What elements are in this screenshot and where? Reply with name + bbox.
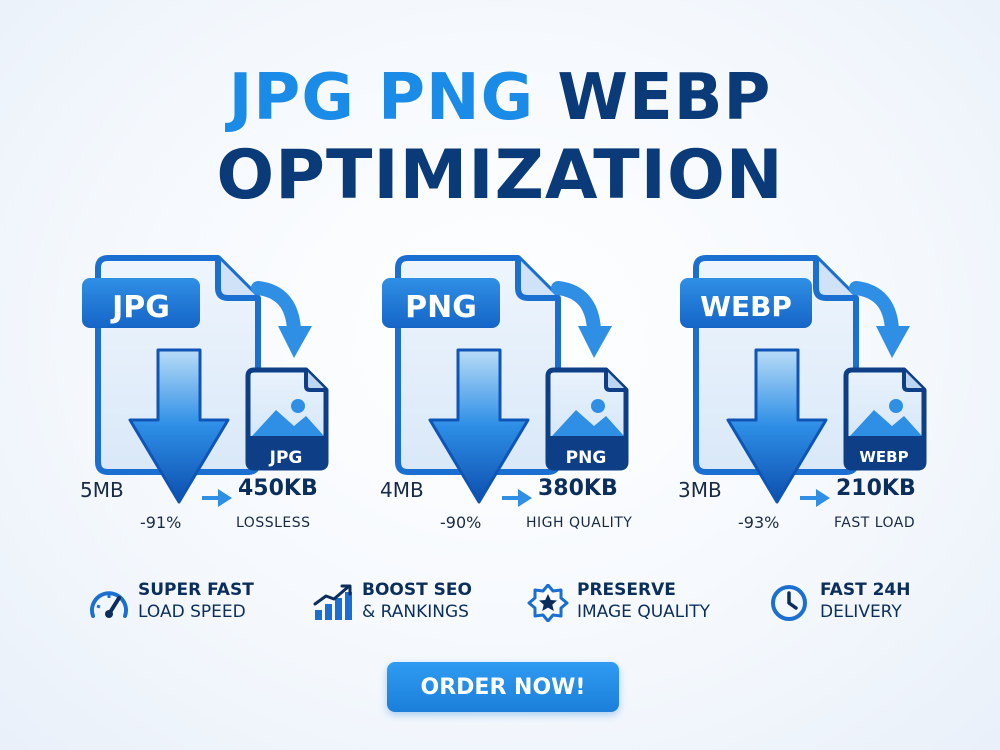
curved-arrow-icon: [551, 281, 612, 358]
headline-line-1: JPG PNG WEBP: [0, 62, 1000, 134]
reduction-percent: -93%: [738, 513, 780, 532]
original-size: 5MB: [80, 478, 124, 502]
order-now-button[interactable]: ORDER NOW!: [387, 662, 619, 712]
card-png: PNG PNG 4MB 380KB -90% HIGH QUALITY: [380, 250, 660, 540]
reduction-percent: -91%: [140, 513, 182, 532]
star-badge-icon: [527, 584, 569, 622]
feature-title: BOOST SEO: [362, 580, 472, 600]
speedometer-icon: [90, 591, 128, 618]
feature-image-quality: PRESERVE IMAGE QUALITY: [527, 580, 747, 624]
headline-word-webp: WEBP: [557, 61, 772, 135]
feature-title: FAST 24H: [820, 580, 911, 600]
original-size: 4MB: [380, 478, 424, 502]
feature-seo: BOOST SEO & RANKINGS: [312, 580, 512, 624]
reduction-percent: -90%: [440, 513, 482, 532]
format-tab-background: [680, 278, 812, 328]
format-tab: JPG: [112, 290, 170, 325]
image-badge-label: JPG: [269, 448, 303, 468]
format-tab: WEBP: [700, 290, 792, 323]
headline-word-png: PNG: [378, 61, 558, 135]
down-arrow-icon: [428, 348, 530, 504]
curved-arrow-icon: [849, 281, 910, 358]
headline-word-jpg: JPG: [228, 61, 379, 135]
quality-note: FAST LOAD: [834, 515, 916, 531]
card-jpg: JPG JPG 5MB 450KB -91% LOSSLESS: [80, 250, 360, 540]
format-tab-background: [382, 278, 500, 328]
quality-note: HIGH QUALITY: [526, 515, 633, 531]
optimized-size: 450KB: [238, 476, 318, 501]
original-size: 3MB: [678, 478, 722, 502]
feature-title: PRESERVE: [577, 580, 676, 600]
image-badge-label: WEBP: [859, 448, 909, 466]
headline-line-2: OPTIMIZATION: [216, 136, 784, 215]
feature-title: SUPER FAST: [138, 580, 254, 600]
down-arrow-icon: [726, 348, 828, 504]
image-badge-label: PNG: [565, 448, 607, 468]
right-arrow-icon: [800, 489, 830, 507]
feature-subtitle: LOAD SPEED: [138, 602, 246, 622]
feature-subtitle: & RANKINGS: [362, 602, 469, 622]
right-arrow-icon: [502, 489, 532, 507]
bar-chart-growth-icon: [313, 584, 352, 620]
image-file-icon: [843, 367, 927, 471]
format-tab: PNG: [405, 290, 477, 325]
quality-note: LOSSLESS: [236, 515, 311, 531]
image-file-icon: [245, 367, 329, 471]
curved-arrow-icon: [251, 281, 312, 358]
feature-load-speed: SUPER FAST LOAD SPEED: [88, 580, 288, 624]
optimized-size: 210KB: [836, 476, 916, 501]
format-tab-background: [82, 278, 200, 328]
card-webp: WEBP WEBP 3MB 210KB -93% FAST LOAD: [678, 250, 958, 540]
right-arrow-icon: [202, 489, 232, 507]
feature-subtitle: IMAGE QUALITY: [577, 602, 711, 622]
down-arrow-icon: [128, 348, 230, 504]
feature-delivery: FAST 24H DELIVERY: [770, 580, 950, 624]
clock-icon: [771, 585, 807, 621]
feature-subtitle: DELIVERY: [820, 602, 902, 622]
image-file-icon: [545, 367, 629, 471]
optimized-size: 380KB: [538, 476, 618, 501]
